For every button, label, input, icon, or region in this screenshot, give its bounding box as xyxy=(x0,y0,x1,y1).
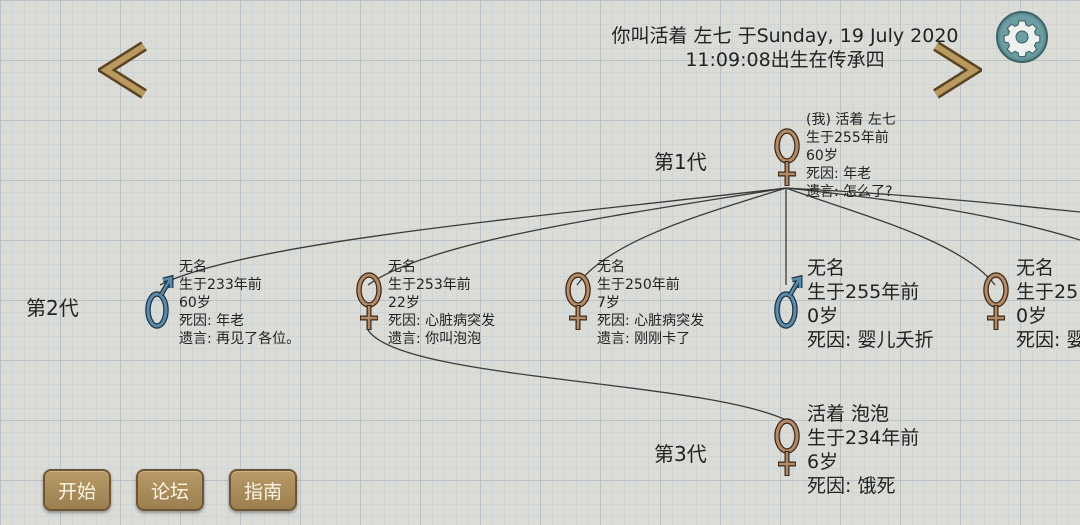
male-symbol-icon xyxy=(145,274,174,329)
next-generation-button[interactable] xyxy=(922,40,985,100)
person-gen3-1-age: 6岁 xyxy=(807,451,839,473)
guide-button[interactable]: 指南 xyxy=(229,469,297,511)
person-gen2-1-born: 生于233年前 xyxy=(179,277,262,293)
male-symbol-icon xyxy=(774,274,803,329)
person-gen2-5-death: 死因: 婴 xyxy=(1016,329,1080,351)
person-gen2-1-words: 遗言: 再见了各位。 xyxy=(179,331,301,347)
person-gen2-1-info: 无名 生于233年前 60岁 死因: 年老 遗言: 再见了各位。 xyxy=(179,258,300,348)
person-gen2-3-born: 生于250年前 xyxy=(597,277,680,293)
person-gen2-5-name: 无名 xyxy=(1016,257,1055,279)
person-gen3-1-born: 生于234年前 xyxy=(807,427,920,449)
person-gen2-5[interactable] xyxy=(981,272,1011,334)
person-gen2-1[interactable] xyxy=(143,272,174,334)
female-symbol-icon xyxy=(565,272,591,330)
person-gen1-words: 遗言: 怎么了? xyxy=(806,184,893,200)
person-gen2-4-age: 0岁 xyxy=(807,305,839,327)
person-gen3-1-name: 活着 泡泡 xyxy=(807,403,890,425)
person-gen2-5-info: 无名 生于25 0岁 死因: 婴 xyxy=(1016,256,1080,352)
person-gen2-1-death: 死因: 年老 xyxy=(179,313,245,329)
person-gen3-1-death: 死因: 饿死 xyxy=(807,475,896,497)
person-gen2-2-age: 22岁 xyxy=(388,295,420,311)
person-gen2-4-info: 无名 生于255年前 0岁 死因: 婴儿夭折 xyxy=(807,256,933,352)
person-gen1-info: (我) 活着 左七 生于255年前 60岁 死因: 年老 遗言: 怎么了? xyxy=(806,111,896,201)
person-gen2-4[interactable] xyxy=(772,272,803,334)
female-symbol-icon xyxy=(774,418,800,476)
person-gen2-3-name: 无名 xyxy=(597,259,625,275)
female-symbol-icon xyxy=(356,272,382,330)
generation-label-3: 第3代 xyxy=(654,442,707,466)
female-symbol-icon xyxy=(774,128,800,186)
person-gen2-3[interactable] xyxy=(563,272,593,334)
header-line-1: 你叫活着 左七 于Sunday, 19 July 2020 xyxy=(611,25,959,47)
settings-button[interactable] xyxy=(995,10,1049,64)
person-gen2-4-death: 死因: 婴儿夭折 xyxy=(807,329,934,351)
person-gen1-age: 60岁 xyxy=(806,148,838,164)
prev-generation-button[interactable] xyxy=(95,40,158,100)
person-gen2-3-age: 7岁 xyxy=(597,295,620,311)
person-gen2-1-age: 60岁 xyxy=(179,295,211,311)
person-gen2-4-name: 无名 xyxy=(807,257,846,279)
person-gen2-1-name: 无名 xyxy=(179,259,207,275)
person-gen1-self[interactable] xyxy=(772,128,802,190)
person-gen2-2-info: 无名 生于253年前 22岁 死因: 心脏病突发 遗言: 你叫泡泡 xyxy=(388,258,495,348)
person-gen1-name: (我) 活着 左七 xyxy=(806,112,896,128)
person-gen2-3-words: 遗言: 刚刚卡了 xyxy=(597,331,691,347)
female-symbol-icon xyxy=(983,272,1009,330)
person-gen2-2[interactable] xyxy=(354,272,384,334)
person-gen3-1-info: 活着 泡泡 生于234年前 6岁 死因: 饿死 xyxy=(807,402,919,498)
birth-info-header: 你叫活着 左七 于Sunday, 19 July 2020 11:09:08出生… xyxy=(560,24,1010,72)
person-gen2-4-born: 生于255年前 xyxy=(807,281,920,303)
person-gen3-1[interactable] xyxy=(772,418,802,480)
person-gen2-2-words: 遗言: 你叫泡泡 xyxy=(388,331,482,347)
generation-label-2: 第2代 xyxy=(26,296,79,320)
person-gen2-3-death: 死因: 心脏病突发 xyxy=(597,313,705,329)
person-gen2-2-death: 死因: 心脏病突发 xyxy=(388,313,496,329)
person-gen2-2-born: 生于253年前 xyxy=(388,277,471,293)
chevron-left-icon xyxy=(95,41,147,99)
start-button[interactable]: 开始 xyxy=(43,469,111,511)
chevron-right-icon xyxy=(933,41,985,99)
person-gen1-death: 死因: 年老 xyxy=(806,166,872,182)
person-gen2-3-info: 无名 生于250年前 7岁 死因: 心脏病突发 遗言: 刚刚卡了 xyxy=(597,258,704,348)
header-line-2: 11:09:08出生在传承四 xyxy=(685,49,885,71)
generation-label-1: 第1代 xyxy=(654,150,707,174)
person-gen1-born: 生于255年前 xyxy=(806,130,889,146)
person-gen2-2-name: 无名 xyxy=(388,259,416,275)
gear-icon xyxy=(996,11,1048,63)
forum-button[interactable]: 论坛 xyxy=(136,469,204,511)
person-gen2-5-age: 0岁 xyxy=(1016,305,1048,327)
person-gen2-5-born: 生于25 xyxy=(1016,281,1079,303)
